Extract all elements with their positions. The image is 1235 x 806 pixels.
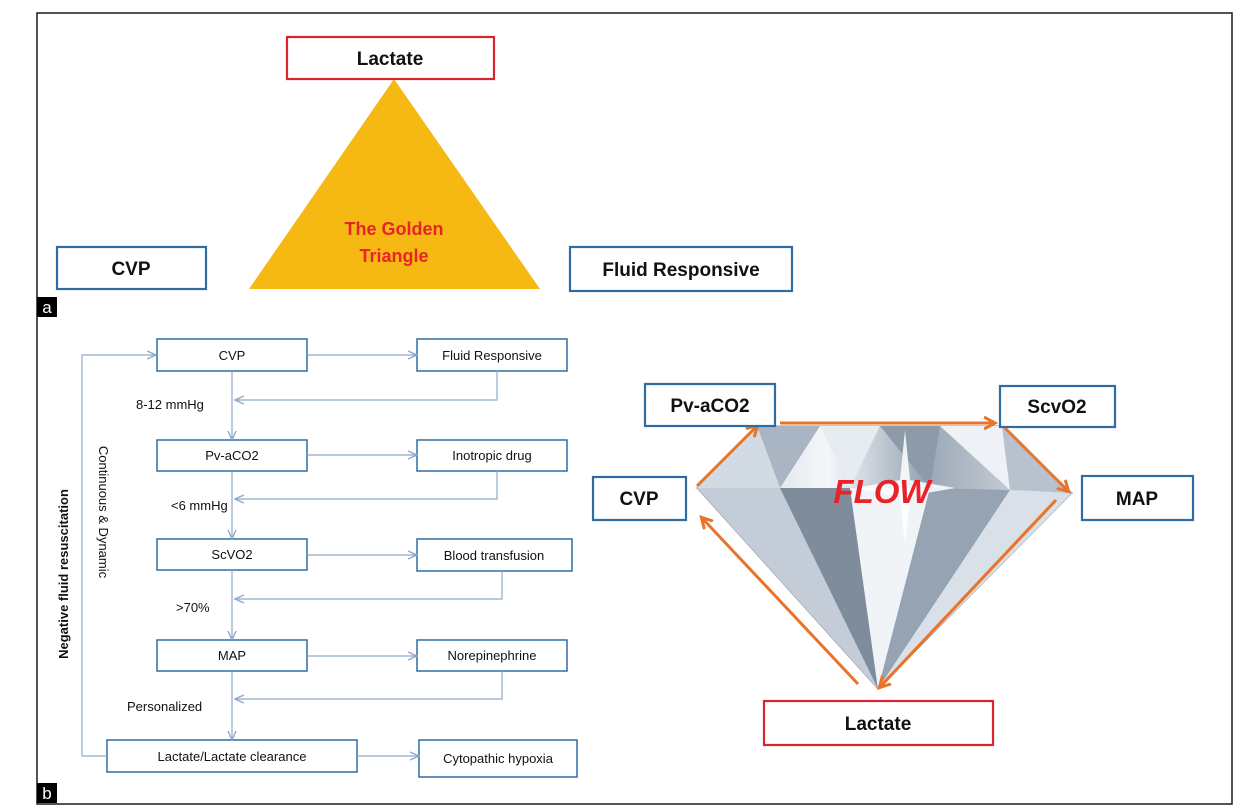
threshold-pvaco2: <6 mmHg <box>171 498 228 513</box>
continuous-dynamic-label: Continuous & Dynamic <box>96 446 111 579</box>
golden-triangle <box>249 79 540 289</box>
flow-box-map-label: MAP <box>218 648 246 663</box>
side-box-fluid-responsive <box>416 338 568 372</box>
loop-back-arrow <box>81 355 155 757</box>
panel-a: The Golden Triangle Lactate CVP Fluid Re… <box>37 35 794 317</box>
side-box-norepinephrine <box>416 639 568 672</box>
panel-b-badge <box>37 783 57 803</box>
lactate-box-top <box>285 35 496 81</box>
feedback-inotropic-to-main <box>236 471 498 499</box>
diamond-gem-icon <box>695 425 1074 690</box>
flow-center-label: FLOW <box>833 473 933 510</box>
diamond-label-map: MAP <box>1116 489 1159 510</box>
diamond-label-pvaco2: Pv-aCO2 <box>670 396 749 417</box>
flow-box-cvp-label: CVP <box>219 348 246 363</box>
flow-box-lactate-clearance-label: Lactate/Lactate clearance <box>158 749 307 764</box>
diamond-box-pvaco2 <box>643 382 777 428</box>
panel-b-flowchart: CVP Pv-aCO2 ScVO2 MAP Lactate/Lactate cl… <box>37 338 578 803</box>
diamond-label-lactate: Lactate <box>845 714 912 735</box>
threshold-map: Personalized <box>127 699 202 714</box>
flow-box-scvo2-label: ScVO2 <box>211 547 252 562</box>
threshold-scvo2: >70% <box>176 600 210 615</box>
flow-box-pvaco2-label: Pv-aCO2 <box>205 448 258 463</box>
feedback-fluid-to-main <box>236 371 498 400</box>
negative-fluid-label: Negative fluid resuscitation <box>56 489 71 659</box>
orange-arrow-left-up <box>695 426 757 488</box>
cvp-label-a: CVP <box>111 259 150 280</box>
side-box-cytopathic-label: Cytopathic hypoxia <box>443 751 554 766</box>
side-box-fluid-responsive-label: Fluid Responsive <box>442 348 542 363</box>
diamond-label-scvo2: ScvO2 <box>1027 397 1086 418</box>
panel-a-badge <box>37 297 57 317</box>
cvp-box-a <box>55 245 208 291</box>
orange-arrow-bottom-right <box>880 498 1058 687</box>
flow-box-cvp <box>156 338 308 372</box>
feedback-norepinephrine-to-main <box>236 671 503 699</box>
diamond-box-lactate <box>762 699 995 747</box>
fluid-responsive-box-a <box>568 245 794 293</box>
diamond-label-cvp: CVP <box>619 489 658 510</box>
orange-arrow-right-down <box>1003 426 1068 491</box>
panel-b-diamond: FLOW Pv-aCO2 ScvO2 CVP MAP Lactate <box>591 382 1195 747</box>
threshold-cvp: 8-12 mmHg <box>136 397 204 412</box>
side-box-norepinephrine-label: Norepinephrine <box>448 648 537 663</box>
figure-frame <box>36 12 1233 805</box>
lactate-label-top: Lactate <box>357 49 424 70</box>
side-box-transfusion-label: Blood transfusion <box>444 548 544 563</box>
panel-a-label: a <box>42 298 52 317</box>
orange-arrow-bottom-left <box>702 518 860 686</box>
diamond-box-scvo2 <box>998 384 1117 429</box>
panel-b-label: b <box>42 784 51 803</box>
diamond-box-map <box>1080 474 1195 522</box>
side-box-inotropic <box>416 439 568 472</box>
triangle-title-line1: The Golden <box>345 219 444 239</box>
fluid-responsive-label-a: Fluid Responsive <box>602 260 759 281</box>
side-box-cytopathic <box>418 739 578 778</box>
feedback-transfusion-to-main <box>236 571 503 599</box>
side-box-inotropic-label: Inotropic drug <box>452 448 532 463</box>
diamond-box-cvp <box>591 475 688 522</box>
triangle-title-line2: Triangle <box>359 246 428 266</box>
